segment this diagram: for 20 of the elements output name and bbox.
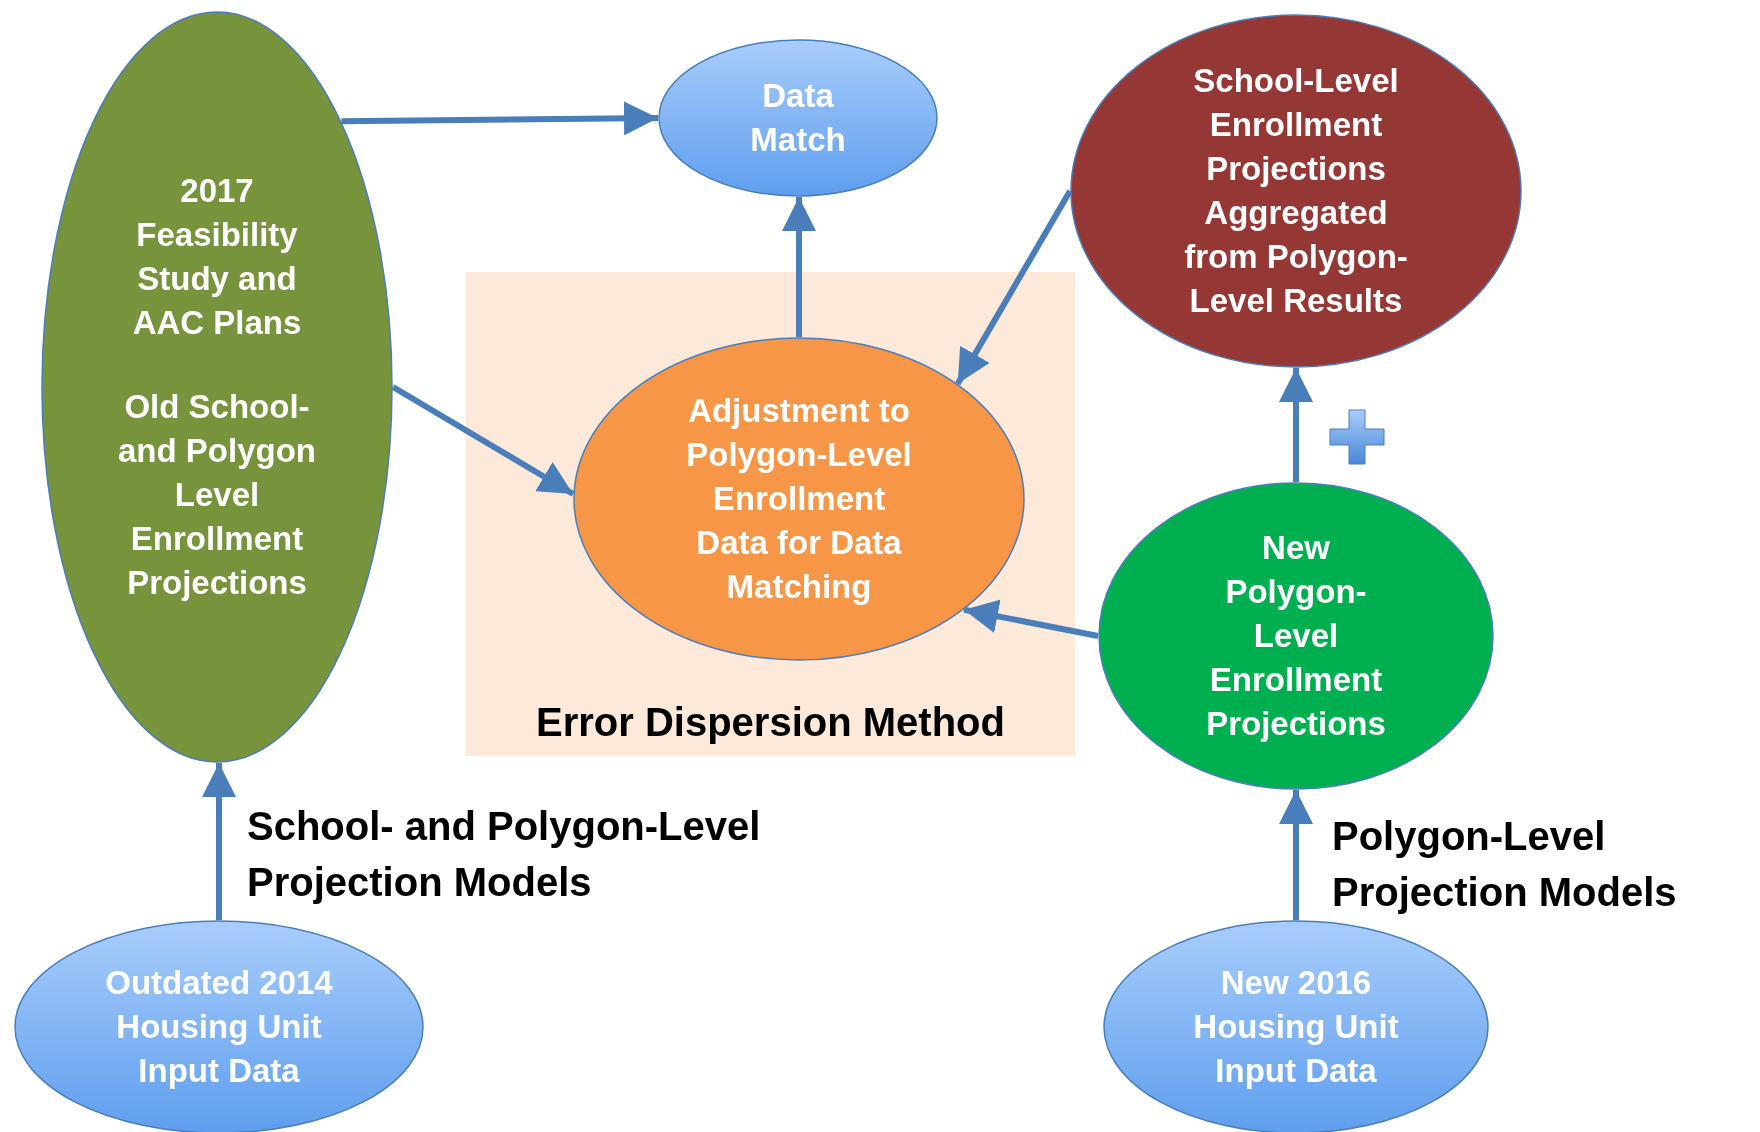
panel-title: Error Dispersion Method [535, 699, 1006, 746]
node-text: Old School- and Polygon Level Enrollment Projections [117, 387, 317, 603]
arrow [391, 384, 575, 497]
arrow [955, 189, 1073, 386]
arrow [1279, 368, 1313, 482]
arrow [202, 763, 236, 920]
arrow [782, 197, 816, 337]
edge-label: School- and Polygon-Level Projection Models [247, 803, 762, 906]
node-text: Outdated 2014 Housing Unit Input Data [104, 963, 334, 1091]
arrow [1279, 790, 1313, 920]
node-text: New Polygon-Level Enrollment Projections [1205, 528, 1387, 744]
node-text: Adjustment to Polygon-Level Enrollment Data for Data Matching [685, 391, 913, 607]
node-text: Data Match [749, 76, 847, 160]
node-text: 2017 Feasibility Study and AAC Plans [131, 171, 303, 343]
node-text: New 2016 Housing Unit Input Data [1192, 963, 1400, 1091]
arrow [963, 599, 1099, 639]
method-panel [466, 272, 1075, 756]
edge-label: Polygon-Level Projection Models [1332, 813, 1678, 916]
arrow [341, 101, 659, 136]
node-text: School-Level Enrollment Projections Aggregated from Polygon-Level Results [1183, 61, 1409, 321]
